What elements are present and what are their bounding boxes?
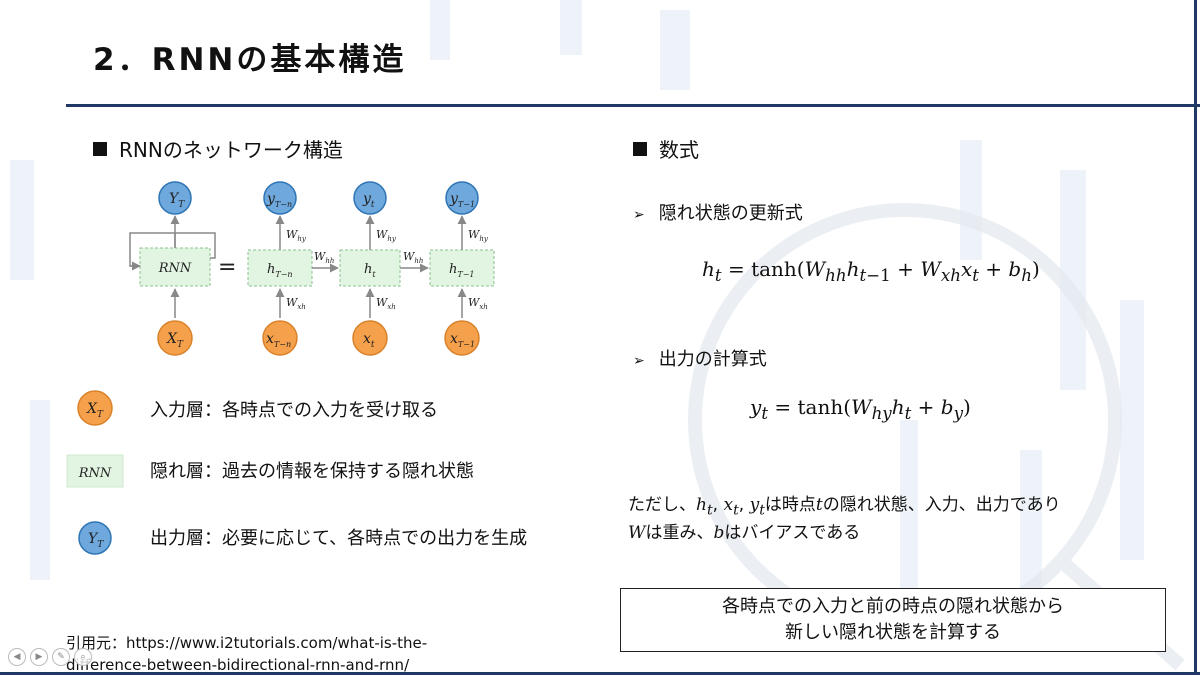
prev-slide-button[interactable]: ◀ [8, 648, 26, 666]
legend-output-symbol: YT [78, 521, 112, 555]
square-bullet-icon [633, 142, 647, 156]
input-node-xT-1 [444, 320, 480, 356]
svg-text:YT: YT [88, 531, 104, 550]
page-title: 2．RNNの基本構造 [93, 42, 407, 78]
output-node-yT-1-label: yT−1 [449, 191, 475, 209]
output-calc-label: 出力の計算式 [658, 349, 767, 370]
legend-input-text: 入力層：各時点での入力を受け取る [150, 400, 438, 421]
legend-input-symbol: XT [77, 390, 113, 426]
input-node-xT-1-label: xT−1 [450, 331, 475, 349]
square-bullet-icon [93, 142, 107, 156]
hidden-node-RNN-label: RNN [158, 261, 192, 276]
arrow-bullet-icon: ➢ [633, 353, 645, 369]
next-slide-button[interactable]: ▶ [30, 648, 48, 666]
unrolled-cell-T-n: yT−n Why hT−n Wxh xT−n [247, 181, 313, 356]
weight-label-Wxh-1: Wxh [286, 296, 306, 311]
summary-box: 各時点での入力と前の時点の隠れ状態から 新しい隠れ状態を計算する [620, 588, 1166, 652]
summary-line-1: 各時点での入力と前の時点の隠れ状態から [722, 596, 1064, 617]
note-line-2: Wは重み、bはバイアスである [628, 523, 861, 543]
output-node-yt [353, 181, 387, 215]
hidden-update-bullet: ➢ 隠れ状態の更新式 [633, 199, 803, 225]
weight-label-Wxh-2: Wxh [376, 296, 396, 311]
input-node-XT-label: XT [166, 331, 184, 350]
output-node-yT-n-label: yT−n [266, 191, 292, 209]
legend-hidden-symbol: RNN [66, 454, 124, 488]
folded-rnn-cell: YT RNN XT [129, 181, 216, 356]
weight-label-Why-1: Why [286, 228, 307, 243]
hidden-node-ht-label: ht [364, 262, 376, 279]
weight-label-Whh-2: Whh [403, 250, 423, 265]
output-equation: yt = tanh(Whyht + by) [750, 395, 971, 423]
output-node-yT-1 [445, 181, 479, 215]
slide-nav-controls: ◀ ▶ ✎ ⌕ [8, 648, 92, 666]
legend-hidden-text: 隠れ層：過去の情報を保持する隠れ状態 [150, 461, 474, 482]
input-node-xT-n-label: xT−n [266, 331, 291, 349]
right-border [1194, 0, 1197, 675]
hidden-update-equation: ht = tanh(Whhht−1 + Wxhxt + bh) [702, 257, 1040, 285]
output-node-yt-label: yt [362, 191, 375, 210]
output-node-yT-n [263, 181, 297, 215]
output-node-YT [158, 181, 192, 215]
hidden-update-label: 隠れ状態の更新式 [658, 203, 803, 224]
citation: 引用元：https://www.i2tutorials.com/what-is-… [66, 632, 427, 676]
citation-line-2: difference-between-bidirectional-rnn-and… [66, 656, 410, 674]
input-node-XT [157, 320, 193, 356]
output-calc-bullet: ➢ 出力の計算式 [633, 345, 767, 371]
network-structure-heading: RNNのネットワーク構造 [93, 134, 343, 163]
output-node-YT-label: YT [169, 191, 185, 210]
unrolled-cell-t: yt Why ht Wxh xt [339, 181, 401, 356]
svg-text:XT: XT [86, 401, 104, 420]
weight-label-Wxh-3: Wxh [468, 296, 488, 311]
weight-label-Why-2: Why [376, 228, 397, 243]
input-node-xT-n [262, 320, 298, 356]
equals-sign: = [218, 255, 236, 280]
weight-label-Why-3: Why [468, 228, 489, 243]
unrolled-cell-T-1: yT−1 Why hT−1 Wxh xT−1 [429, 181, 495, 356]
pen-tool-button[interactable]: ✎ [52, 648, 70, 666]
title-rule [66, 104, 1200, 107]
formula-heading-text: 数式 [659, 138, 699, 162]
bottom-border [0, 672, 1200, 675]
zoom-button[interactable]: ⌕ [74, 648, 92, 666]
citation-line-1: 引用元：https://www.i2tutorials.com/what-is-… [66, 634, 428, 652]
arrow-bullet-icon: ➢ [633, 207, 645, 223]
rnn-diagram: YT RNN XT = yT−n Why hT−n Wxh xT−n Whh y… [129, 181, 495, 356]
legend-output-text: 出力層：必要に応じて、各時点での出力を生成 [150, 528, 528, 549]
svg-text:RNN: RNN [78, 466, 112, 481]
formula-heading: 数式 [633, 134, 699, 163]
hidden-node-hT-1 [429, 249, 495, 287]
hidden-node-hT-n [247, 249, 313, 287]
input-node-xt [352, 320, 388, 356]
hidden-node-hT-n-label: hT−n [267, 262, 293, 279]
input-node-xt-label: xt [363, 331, 375, 350]
note-line-1: ただし、ht, xt, ytは時点tの隠れ状態、入力、出力であり [628, 495, 1061, 519]
hidden-node-hT-1-label: hT−1 [449, 262, 475, 279]
weight-label-Whh-1: Whh [314, 250, 334, 265]
summary-line-2: 新しい隠れ状態を計算する [785, 622, 1001, 643]
network-structure-heading-text: RNNのネットワーク構造 [119, 138, 343, 162]
